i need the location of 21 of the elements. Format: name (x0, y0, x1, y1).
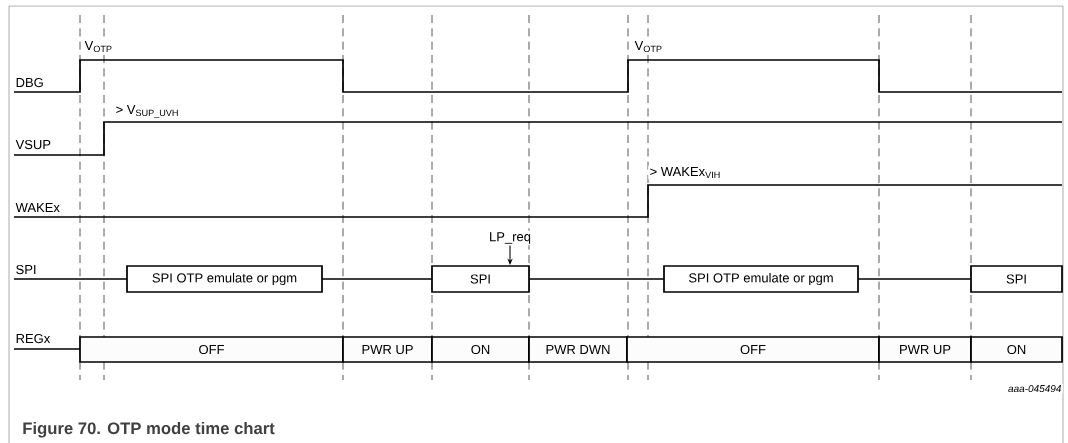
state-box: SPI OTP emulate or pgm (126, 265, 323, 293)
state-box: ON (431, 336, 530, 363)
state-box: SPI (431, 265, 530, 293)
state-box: SPI (970, 265, 1063, 293)
state-box: PWR UP (878, 336, 972, 363)
threshold-label: V$_{OTP}$ (83, 39, 114, 54)
signal-name: WAKEx (14, 201, 62, 214)
threshold-label: > V$_{SUP_UVH}$ (114, 103, 181, 120)
figure-code: aaa-045494 (1006, 383, 1063, 394)
figure-caption: Figure 70. OTP mode time chart (23, 421, 275, 438)
signal-name: VSUP (14, 138, 53, 151)
threshold-label: > WAKEx$_{VIH}$ (648, 165, 723, 180)
signal-name: SPI (14, 263, 38, 276)
state-box: ON (970, 336, 1063, 363)
state-box: PWR UP (342, 336, 433, 363)
threshold-label: V$_{OTP}$ (633, 39, 664, 54)
state-box: SPI OTP emulate or pgm (663, 265, 859, 293)
state-box: PWR DWN (528, 336, 628, 363)
signal-label: LP_req (487, 230, 533, 246)
signal-name: DBG (14, 76, 46, 89)
signal-name: REGx (14, 332, 52, 345)
